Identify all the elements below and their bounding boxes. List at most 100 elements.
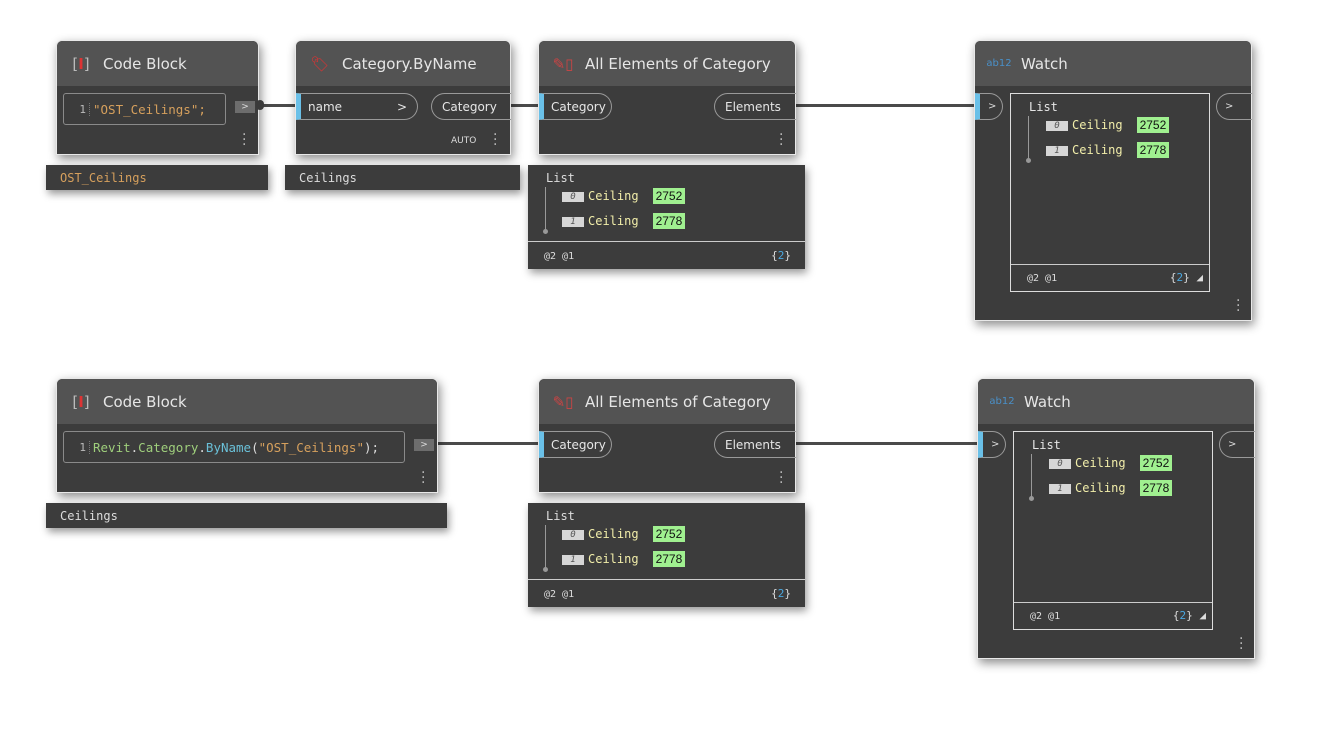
output-port-elements[interactable]: Elements <box>714 93 796 120</box>
output-port-category[interactable]: Category <box>431 93 511 120</box>
port-label: Category <box>551 437 606 452</box>
chevron-right-icon: > <box>396 99 407 114</box>
item-count: {2} ◢ <box>1172 609 1206 622</box>
code-block-icon: [I] <box>72 54 90 73</box>
line-number: 1 <box>64 440 90 454</box>
all-elements-icon: ✎▯ <box>552 54 574 73</box>
node-title: Category.ByName <box>342 54 477 73</box>
more-options-icon[interactable]: ··· <box>1236 293 1241 319</box>
code-editor[interactable]: 1"OST_Ceilings"; <box>63 93 226 125</box>
wire <box>795 104 975 107</box>
port-label: Elements <box>725 99 781 114</box>
all-elements-of-category-node[interactable]: ✎▯ All Elements of Category Category Elem… <box>538 40 796 155</box>
more-options-icon[interactable]: ··· <box>493 127 498 153</box>
input-port-category[interactable]: Category <box>539 93 612 120</box>
line-number: 1 <box>64 102 90 116</box>
more-options-icon[interactable]: ··· <box>1239 631 1244 657</box>
watch-glasses-icon: ab12 <box>986 58 1012 69</box>
node-title: Watch <box>1024 392 1071 411</box>
list-levels: @2 @1 <box>544 589 575 600</box>
node-title: All Elements of Category <box>585 54 771 73</box>
port-label: name <box>308 99 343 114</box>
code-block-icon: [I] <box>72 392 90 411</box>
watch-glasses-icon: ab12 <box>989 396 1015 407</box>
tree-line <box>1026 116 1031 163</box>
wire <box>510 104 538 107</box>
item-count: {2} ◢ <box>1169 271 1203 284</box>
tree-line <box>1029 454 1034 501</box>
more-options-icon[interactable]: ··· <box>421 465 426 491</box>
input-port-category[interactable]: Category <box>539 431 612 458</box>
tree-line <box>543 187 548 234</box>
output-port[interactable]: > <box>235 101 255 113</box>
node-header[interactable]: ab12 Watch <box>975 41 1251 86</box>
input-port[interactable]: > <box>975 93 1003 120</box>
node-header[interactable]: [I] Code Block <box>57 41 258 86</box>
list-header: List <box>1029 100 1058 114</box>
node-title: Code Block <box>103 54 187 73</box>
port-connector <box>256 100 264 110</box>
item-count: {2} <box>771 587 791 600</box>
more-options-icon[interactable]: ··· <box>242 127 247 153</box>
node-header[interactable]: ✎▯ All Elements of Category <box>539 41 795 86</box>
list-header: List <box>546 171 575 185</box>
port-label: Category <box>442 99 497 114</box>
node-title: Watch <box>1021 54 1068 73</box>
lacing-label[interactable]: AUTO <box>451 136 477 146</box>
output-port[interactable]: > <box>1219 431 1255 458</box>
node-header[interactable]: 🏷 Category.ByName <box>296 41 510 86</box>
preview-text: Ceilings <box>60 509 118 523</box>
preview-footer: @2 @1 {2} ◢ <box>1014 602 1212 630</box>
output-port[interactable]: > <box>414 439 434 451</box>
preview-footer: @2 @1 {2} <box>528 579 805 607</box>
node-header[interactable]: ab12 Watch <box>978 379 1254 424</box>
list-levels: @2 @1 <box>1030 611 1061 622</box>
node-header[interactable]: ✎▯All Elements of Category <box>539 379 795 424</box>
preview-footer: @2 @1 {2} ◢ <box>1011 264 1209 292</box>
category-tag-icon: 🏷 <box>310 54 330 73</box>
wire <box>437 442 538 445</box>
list-levels: @2 @1 <box>1027 273 1058 284</box>
code-text: "OST_Ceilings"; <box>93 101 206 117</box>
preview-bubble: Ceilings <box>285 165 520 190</box>
port-label: Elements <box>725 437 781 452</box>
tree-line <box>543 525 548 572</box>
wire <box>258 104 296 107</box>
all-elements-of-category-node[interactable]: ✎▯All Elements of Category Category Elem… <box>538 378 796 493</box>
more-options-icon[interactable]: ··· <box>779 465 784 491</box>
output-port-elements[interactable]: Elements <box>714 431 796 458</box>
input-port[interactable]: > <box>978 431 1006 458</box>
more-options-icon[interactable]: ··· <box>779 127 784 153</box>
input-port-name[interactable]: name > <box>296 93 418 120</box>
preview-text: OST_Ceilings <box>60 171 147 185</box>
list-header: List <box>546 509 575 523</box>
preview-footer: @2 @1{2} <box>528 241 805 269</box>
category-byname-node[interactable]: 🏷 Category.ByName name > Category AUTO ··· <box>295 40 511 155</box>
preview-bubble: Ceilings <box>46 503 447 528</box>
preview-text: Ceilings <box>299 171 357 185</box>
code-block-node[interactable]: [I] Code Block 1"OST_Ceilings"; > ··· <box>56 40 259 155</box>
output-port[interactable]: > <box>1216 93 1252 120</box>
item-count: {2} <box>771 249 791 262</box>
wire <box>795 442 977 445</box>
preview-bubble: OST_Ceilings <box>46 165 268 190</box>
node-header[interactable]: [I]Code Block <box>57 379 437 424</box>
list-header: List <box>1032 438 1061 452</box>
port-label: Category <box>551 99 606 114</box>
